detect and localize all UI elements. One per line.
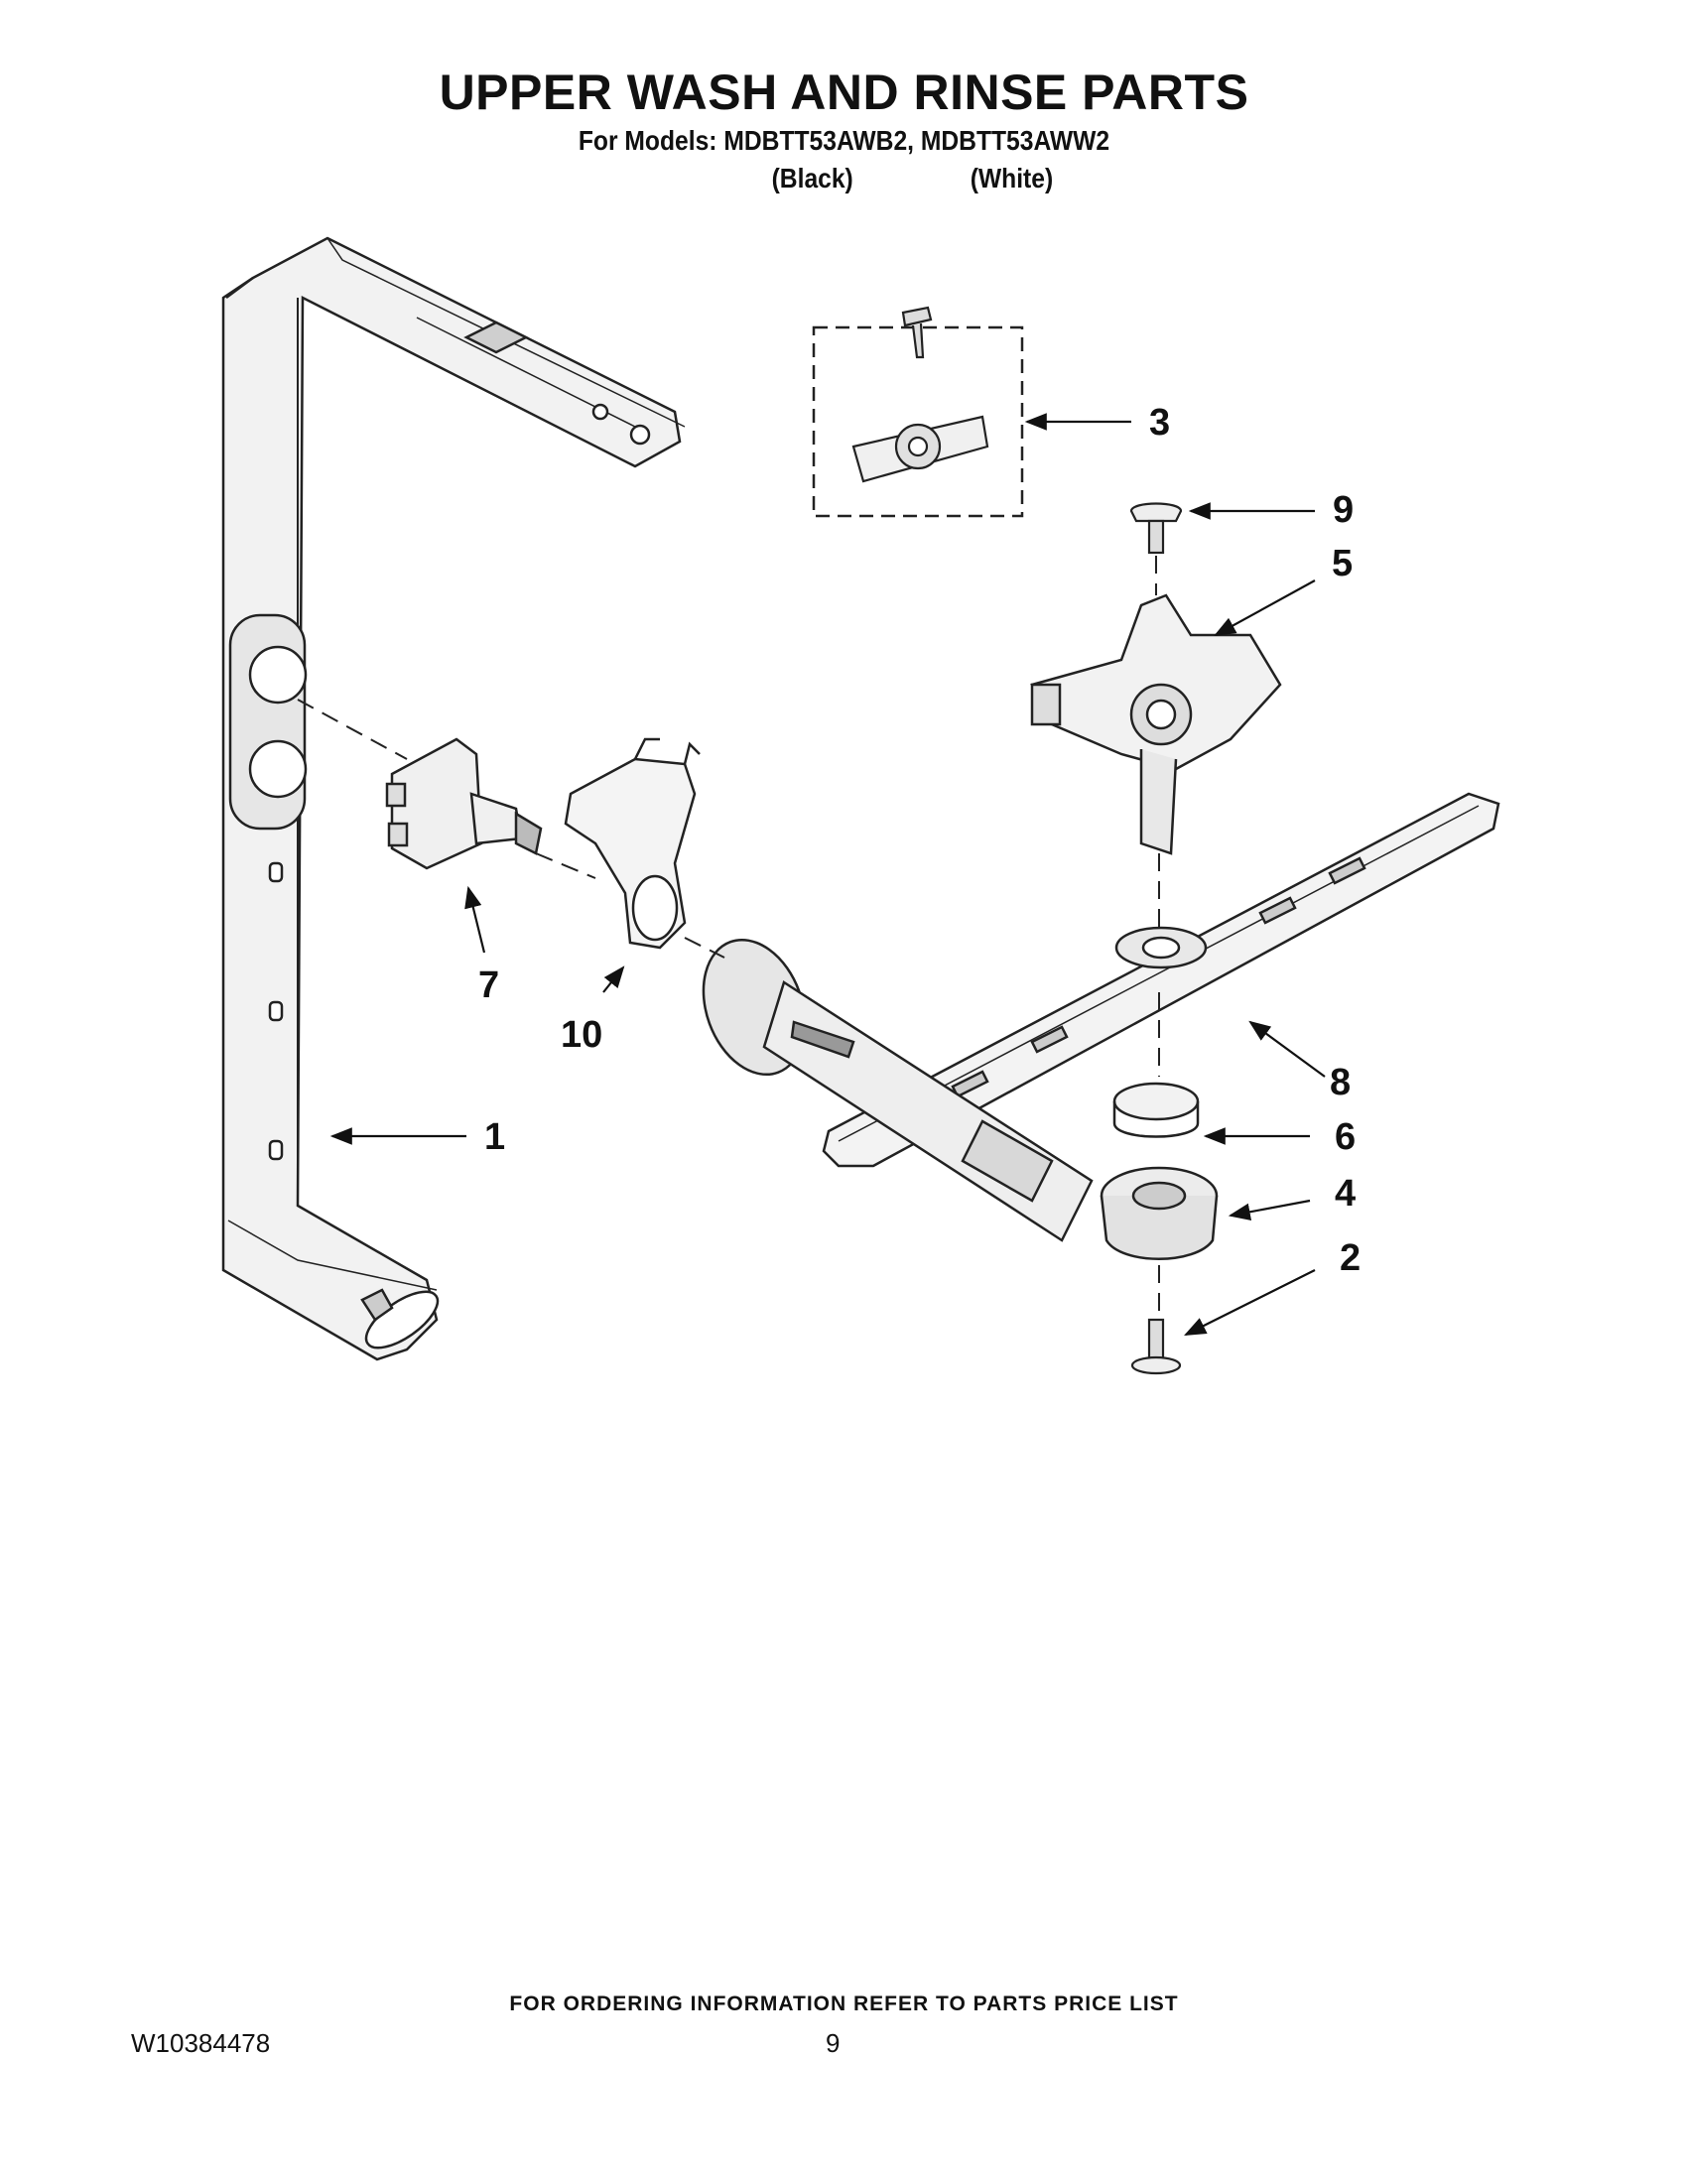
- models-line: For Models: MDBTT53AWB2, MDBTT53AWW2: [578, 125, 1110, 156]
- leader-arrow-7: [464, 885, 486, 954]
- assembly-lines: [297, 556, 1160, 1315]
- leader-arrow-4: [1228, 1199, 1311, 1221]
- callout-9: 9: [1333, 489, 1354, 531]
- callout-6: 6: [1335, 1116, 1356, 1158]
- hub-part-4: [1100, 1166, 1219, 1260]
- leader-arrows: [329, 413, 1326, 1336]
- supply-tube-part: [221, 236, 686, 1361]
- callout-7: 7: [478, 964, 499, 1006]
- callout-3: 3: [1149, 402, 1170, 444]
- bearing-part-7: [385, 737, 543, 870]
- page-title: UPPER WASH AND RINSE PARTS: [439, 64, 1249, 120]
- feed-manifold: [702, 938, 1094, 1242]
- bracket-part-10: [564, 737, 701, 950]
- callout-10: 10: [561, 1014, 602, 1056]
- callout-5: 5: [1332, 543, 1353, 584]
- callout-1: 1: [484, 1116, 505, 1158]
- part-3-group: [812, 306, 1024, 518]
- ordering-note: FOR ORDERING INFORMATION REFER TO PARTS …: [509, 1992, 1179, 2015]
- document-number: W10384478: [131, 2028, 271, 2058]
- leader-arrow-2: [1184, 1269, 1316, 1336]
- variant-black-label: (Black): [771, 163, 853, 193]
- fastener-part-9: [1129, 502, 1183, 555]
- page-number: 9: [826, 2028, 841, 2058]
- screw-part-2: [1130, 1318, 1182, 1375]
- spray-mount-part-5: [1030, 593, 1282, 855]
- leader-arrow-8: [1248, 1020, 1326, 1078]
- variant-white-label: (White): [970, 163, 1054, 193]
- callout-4: 4: [1335, 1173, 1356, 1215]
- callout-2: 2: [1340, 1237, 1361, 1279]
- ring-part-6: [1112, 1082, 1200, 1138]
- leader-arrow-5: [1214, 579, 1316, 637]
- callout-8: 8: [1330, 1062, 1351, 1103]
- spray-arm-part-8: [822, 792, 1500, 1168]
- leader-arrow-10: [602, 965, 625, 993]
